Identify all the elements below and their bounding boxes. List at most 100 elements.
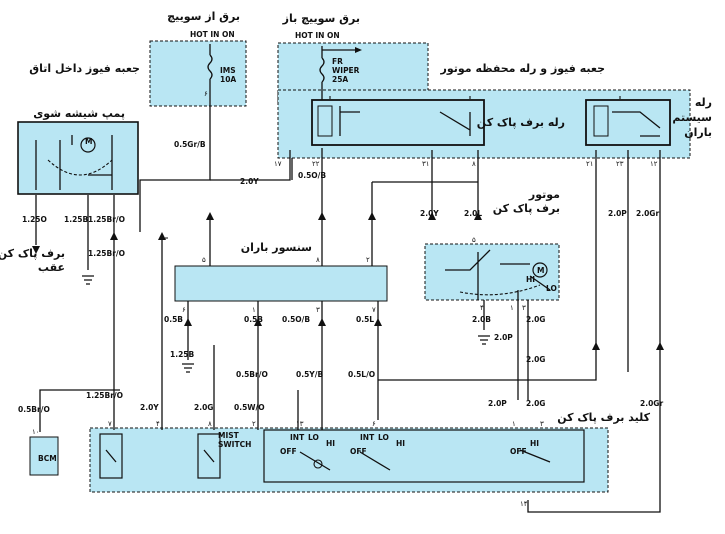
pin-label: ۵ (202, 256, 206, 264)
hot-in-on-1: HOT IN ON (190, 30, 235, 39)
switch-int-label: INT (290, 433, 305, 442)
pin-label: ۵ (472, 236, 476, 244)
pin-label: ۶ (182, 306, 186, 314)
motor-lo-label: LO (546, 284, 557, 293)
pin-label: ۱۳ (296, 420, 304, 428)
pin-label: ۳ (522, 304, 526, 312)
indoor-fuse-box-label: جعبه فیوز داخل اتاق (29, 62, 140, 75)
wire-label: 2.0G (526, 355, 545, 364)
pin-label: ۱۲ (650, 160, 658, 168)
pin-label: ۱ (510, 304, 514, 312)
wire-label: 2.0Gr (636, 209, 659, 218)
wire-label: 2.0B (472, 315, 491, 324)
bcm-box (29, 436, 59, 476)
wire-label: 2.0Y (240, 177, 259, 186)
washer-pump-label: پمپ شیشه شوی (33, 107, 125, 120)
motor-hi-label: HI (526, 275, 535, 284)
wiper-motor-box (424, 243, 560, 301)
wire-label: 1.25Br/O (86, 391, 123, 400)
pin-label: ۳۱ (422, 160, 430, 168)
pin-label: ۲۳ (616, 160, 624, 168)
wire-label: 0.5O/B (298, 171, 326, 180)
wire-label: 2.0G (526, 399, 545, 408)
pin-label: ۴ (480, 304, 484, 312)
wire-label: 0.5L (356, 315, 374, 324)
switch-off-label: OFF (280, 447, 297, 456)
wire-label: 0.5L/O (348, 370, 375, 379)
bcm-label: BCM (38, 454, 57, 463)
pin-label: ۷ (372, 306, 376, 314)
pin-label: ۸ (208, 420, 212, 428)
wire-label: 0.5W/O (234, 403, 265, 412)
wiper-switch-box (89, 427, 609, 493)
switch-lo-label: LO (308, 433, 319, 442)
wire-label: 0.5Br/O (18, 405, 50, 414)
rain-sensor-box (174, 265, 388, 302)
wire-label: 2.0Y (420, 209, 439, 218)
switch-lo2-label: LO (378, 433, 389, 442)
wire-label: 1.25Br/O (88, 215, 125, 224)
switch-power-title: برق از سوییچ (167, 10, 240, 23)
wire-label: 0.5Gr/B (174, 140, 206, 149)
wire-label: 0.5Y/B (296, 370, 323, 379)
pin-label: ۱ (512, 420, 516, 428)
wire-label: 2.0P (608, 209, 627, 218)
wiper-relay (311, 99, 485, 146)
wire-label: 2.0P (488, 399, 507, 408)
wire-label: 2.0Y (140, 403, 159, 412)
wire-label: 2.0G (194, 403, 213, 412)
wire-label: 2.0Gr (640, 399, 663, 408)
switch-int2-label: INT (360, 433, 375, 442)
wire-label: 1.25B (170, 350, 195, 359)
pin-label: ۳ (316, 306, 320, 314)
wire-label: 0.5Br/O (236, 370, 268, 379)
wire-label: 1.25B (64, 215, 89, 224)
switch-hi-label: HI (326, 439, 335, 448)
pin-label: ۱۷ (274, 160, 282, 168)
switch-off2-label: OFF (350, 447, 367, 456)
wire-label: 0.5B (244, 315, 263, 324)
switch-hi2-label: HI (396, 439, 405, 448)
switch-off3-label: OFF (510, 447, 527, 456)
pin-label: ۲۱ (586, 160, 594, 168)
pin-label: ۳ (540, 420, 544, 428)
pin-label: ۷ (108, 420, 112, 428)
rain-sensor-label: سنسور باران (241, 241, 312, 254)
pump-motor-symbol: M (85, 137, 92, 146)
pin-label: ۱۰ (32, 428, 40, 436)
pin-label: ۱ (252, 306, 256, 314)
engine-fuse-relay-box-label: جعبه فیوز و رله محفظه موتور (440, 62, 605, 75)
pin-label: ۴ (156, 420, 160, 428)
pin-label: ۲ (252, 420, 256, 428)
wire-label: 1.25Br/O (88, 249, 125, 258)
switch-hi3-label: HI (530, 439, 539, 448)
wire-label: 2.0G (526, 315, 545, 324)
pin-label: ۸ (316, 256, 320, 264)
wire-label: 1.25O (22, 215, 47, 224)
indoor-fuse-box (149, 40, 247, 107)
pin-label: ۶ (372, 420, 376, 428)
pin-label: ۱۴ (520, 500, 528, 508)
pin-label: ۲۲ (312, 160, 320, 168)
open-switch-power-title: برق سوییچ باز (282, 12, 360, 25)
pin-label: ۲ (366, 256, 370, 264)
pin-label: ۸ (472, 160, 476, 168)
wire-label: 2.0P (494, 333, 513, 342)
rain-relay (585, 99, 671, 146)
hot-in-on-2: HOT IN ON (295, 31, 340, 40)
pin-label: ۶ (204, 90, 208, 98)
wiper-switch-label: کلید برف پاک کن (557, 411, 650, 424)
wire-label: 0.5B (164, 315, 183, 324)
wiper-relay-label: رله برف پاک کن (477, 116, 565, 129)
washer-pump-box (17, 121, 139, 195)
wire-label: 0.5O/B (282, 315, 310, 324)
wire-label: 2.0L (464, 209, 482, 218)
wiper-motor-symbol: M (537, 266, 544, 275)
